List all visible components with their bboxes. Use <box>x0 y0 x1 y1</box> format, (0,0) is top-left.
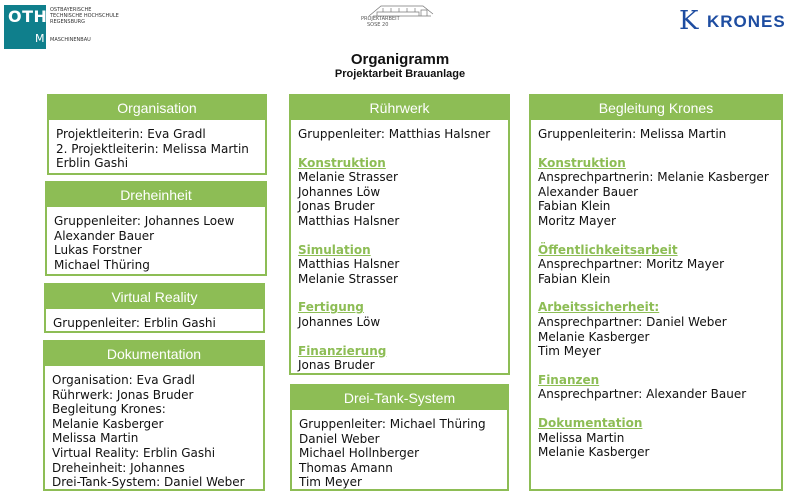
krones-logo-text: KRONES <box>707 12 786 31</box>
card-title: Begleitung Krones <box>531 96 781 120</box>
card-title: Rührwerk <box>291 96 508 120</box>
list-item: Alexander Bauer <box>54 228 155 243</box>
card-title: Drei-Tank-System <box>292 386 507 410</box>
list-item: Alexander Bauer <box>538 184 639 199</box>
brewery-sketch-icon <box>368 5 434 17</box>
oth-department: MASCHINENBAU <box>50 37 91 43</box>
oth-logo-submark: M <box>35 32 45 45</box>
center-line-2: SOSE 20 <box>367 22 389 28</box>
list-item: Michael Hollnberger <box>299 446 420 461</box>
list-item: Matthias Halsner <box>298 213 400 228</box>
card-body: Projektleiterin: Eva Gradl 2. Projektlei… <box>56 127 261 171</box>
list-item: Gruppenleiter: Johannes Loew <box>54 214 235 228</box>
card-body: Organisation: Eva Gradl Rührwerk: Jonas … <box>52 373 259 490</box>
list-item: Melanie Kasberger <box>52 416 164 431</box>
list-item: Melissa Martin <box>538 430 625 445</box>
list-item: Jonas Bruder <box>298 199 375 214</box>
oth-line-1: OSTBAYERISCHE <box>50 7 92 13</box>
list-item: Virtual Reality: Erblin Gashi <box>52 445 216 460</box>
list-item: Ansprechpartner: Alexander Bauer <box>538 387 747 402</box>
list-item: Johannes Löw <box>298 184 381 199</box>
card-body: Gruppenleiter: Matthias Halsner Konstruk… <box>298 127 504 373</box>
card-drei-tank-system: Drei-Tank-System Gruppenleiter: Michael … <box>290 384 509 491</box>
list-item: Daniel Weber <box>299 431 380 446</box>
list-item: Lukas Forstner <box>54 243 142 258</box>
list-item: Dreheinheit: Johannes <box>52 460 185 475</box>
list-item: Drei-Tank-System: Daniel Weber <box>52 475 245 490</box>
list-item: Fabian Klein <box>538 199 611 214</box>
card-title: Virtual Reality <box>46 285 263 309</box>
card-virtual-reality: Virtual Reality Gruppenleiter: Erblin Ga… <box>44 283 265 333</box>
section-heading: Öffentlichkeitsarbeit <box>538 242 678 257</box>
list-item: Projektleiterin: Eva Gradl <box>56 127 206 141</box>
card-title: Dreheinheit <box>47 183 265 207</box>
section-heading: Finanzen <box>538 372 600 387</box>
card-ruehrwerk: Rührwerk Gruppenleiter: Matthias Halsner… <box>289 94 510 375</box>
section-heading: Konstruktion <box>298 155 386 170</box>
oth-logo-text: OTH <box>8 7 48 26</box>
group-leader: Gruppenleiter: Matthias Halsner <box>298 127 491 141</box>
list-item: Erblin Gashi <box>56 156 129 171</box>
oth-logo: OTH M OSTBAYERISCHE TECHNISCHE HOCHSCHUL… <box>4 5 126 49</box>
oth-logo-caption: OSTBAYERISCHE TECHNISCHE HOCHSCHULE REGE… <box>50 7 126 43</box>
card-body: Gruppenleiterin: Melissa Martin Konstruk… <box>538 127 777 460</box>
krones-logo-mark: K <box>679 6 699 36</box>
card-body: Gruppenleiter: Johannes Loew Alexander B… <box>54 214 261 272</box>
list-item: Melanie Strasser <box>298 271 398 286</box>
list-item: Melanie Kasberger <box>538 329 650 344</box>
center-logo-caption: PROJEKTARBEIT SOSE 20 <box>361 16 441 28</box>
page-subtitle: Projektarbeit Brauanlage <box>334 68 466 80</box>
card-body: Gruppenleiter: Michael Thüring Daniel We… <box>299 417 503 490</box>
krones-logo: K KRONES <box>677 4 795 38</box>
list-item: Ansprechpartner: Daniel Weber <box>538 314 727 329</box>
section-heading: Dokumentation <box>538 415 643 430</box>
card-dreheinheit: Dreheinheit Gruppenleiter: Johannes Loew… <box>45 181 267 276</box>
section-heading: Finanzierung <box>298 343 387 358</box>
list-item: Michael Thüring <box>54 257 150 272</box>
list-item: Melissa Martin <box>52 431 139 446</box>
oth-line-3: REGENSBURG <box>50 19 86 25</box>
list-item: Ansprechpartnerin: Melanie Kasberger <box>538 170 769 185</box>
list-item: Thomas Amann <box>299 460 393 475</box>
list-item: Ansprechpartner: Moritz Mayer <box>538 257 725 272</box>
list-item: Melanie Strasser <box>298 170 398 185</box>
list-item: Johannes Löw <box>298 314 381 329</box>
section-heading: Simulation <box>298 242 371 257</box>
card-dokumentation: Dokumentation Organisation: Eva Gradl Rü… <box>43 340 265 491</box>
list-item: Jonas Bruder <box>298 358 375 373</box>
group-leader: Gruppenleiterin: Melissa Martin <box>538 127 727 141</box>
list-item: Rührwerk: Jonas Bruder <box>52 387 194 402</box>
list-item: Gruppenleiter: Erblin Gashi <box>53 316 216 330</box>
list-item: Matthias Halsner <box>298 257 400 272</box>
page-title: Organigramm <box>350 51 450 68</box>
list-item: Tim Meyer <box>538 344 601 359</box>
section-heading: Konstruktion <box>538 155 626 170</box>
card-title: Organisation <box>49 96 265 120</box>
card-organisation: Organisation Projektleiterin: Eva Gradl … <box>47 94 267 175</box>
list-item: 2. Projektleiterin: Melissa Martin <box>56 141 249 156</box>
card-title: Dokumentation <box>45 342 263 366</box>
list-item: Moritz Mayer <box>538 213 616 228</box>
section-heading: Fertigung <box>298 300 364 315</box>
list-item: Fabian Klein <box>538 271 611 286</box>
oth-line-2: TECHNISCHE HOCHSCHULE <box>50 13 119 19</box>
list-item: Gruppenleiter: Michael Thüring <box>299 417 486 431</box>
card-begleitung-krones: Begleitung Krones Gruppenleiterin: Melis… <box>529 94 783 491</box>
card-body: Gruppenleiter: Erblin Gashi <box>53 316 259 331</box>
oth-logo-mark: OTH M <box>4 5 48 49</box>
list-item: Tim Meyer <box>299 475 362 490</box>
list-item: Begleitung Krones: <box>52 402 166 417</box>
list-item: Melanie Kasberger <box>538 445 650 460</box>
list-item: Organisation: Eva Gradl <box>52 373 195 387</box>
section-heading: Arbeitssicherheit: <box>538 300 660 315</box>
center-line-1: PROJEKTARBEIT <box>361 16 400 22</box>
